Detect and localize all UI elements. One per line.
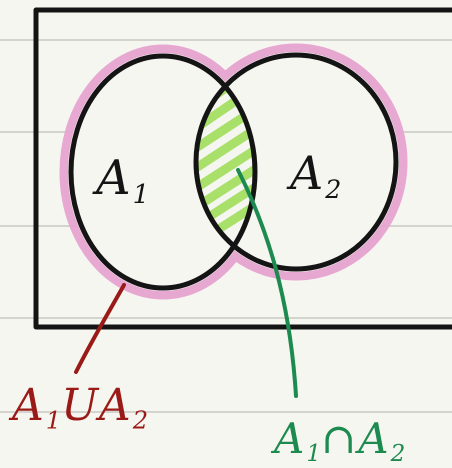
- union-second-set: A: [98, 380, 133, 431]
- intersection-first-set: A: [274, 414, 307, 463]
- set-a1-label-subscript: 1: [132, 179, 150, 211]
- union-first-subscript: 1: [45, 406, 62, 435]
- intersection-operator: ∩: [321, 414, 359, 463]
- set-a1-label-name: A: [96, 150, 133, 206]
- intersection-annotation: A1∩A2: [274, 414, 405, 467]
- intersection-second-set: A: [358, 414, 391, 463]
- intersection-second-subscript: 2: [390, 441, 406, 468]
- union-pointer-line: [74, 283, 126, 374]
- universe-rectangle: [33, 7, 452, 330]
- intersection-pointer-line: [236, 168, 298, 398]
- union-annotation: A1UA2: [12, 380, 148, 434]
- intersection-first-subscript: 1: [306, 441, 322, 468]
- union-first-set: A: [12, 380, 46, 431]
- set-a2-label-subscript: 2: [325, 174, 342, 204]
- union-second-subscript: 2: [132, 406, 149, 435]
- set-a2-label: A2: [290, 146, 341, 204]
- union-operator: U: [61, 380, 99, 431]
- set-a1-circle: [68, 53, 258, 291]
- set-a2-circle: [193, 52, 399, 272]
- set-a1-label: A1: [96, 150, 149, 210]
- set-a2-label-name: A: [290, 146, 326, 200]
